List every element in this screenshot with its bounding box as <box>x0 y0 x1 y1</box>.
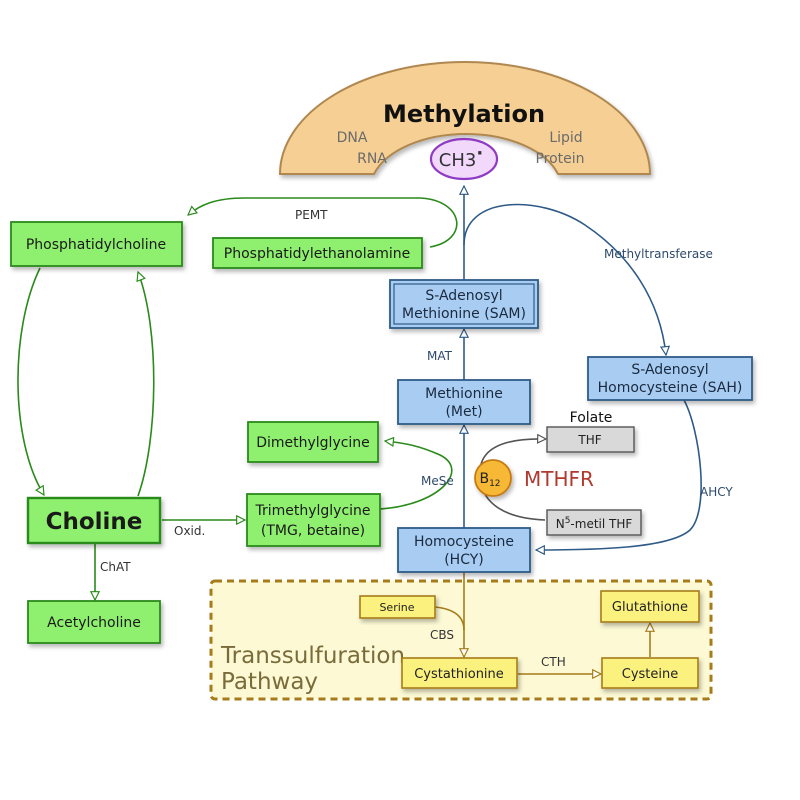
node-phosphatidylethanolamine <box>212 237 423 269</box>
edge-ahcy <box>536 399 702 550</box>
node-acetylcholine-label: Acetylcholine <box>47 615 141 631</box>
node-sah-label-line1: S-Adenosyl <box>631 362 708 378</box>
lipid-label: Lipid <box>549 130 582 146</box>
node-phosphatidylcholine-label: Phosphatidylcholine <box>26 237 166 253</box>
node-n5-metil-thf-label: N5-metil THF <box>556 516 633 531</box>
node-choline-label: Choline <box>46 509 143 535</box>
edge-label-oxid: Oxid. <box>174 524 205 538</box>
node-thf-label: THF <box>577 433 601 447</box>
node-dimethylglycine <box>247 421 379 463</box>
edge-choline-to-phosphatidylcholine <box>138 272 155 497</box>
node-sam-label-line2: Methionine (SAM) <box>402 306 526 322</box>
node-sah <box>587 356 753 401</box>
node-sam-inner-border <box>393 283 535 325</box>
node-phosphatidylcholine <box>10 221 183 267</box>
edge-label-chat: ChAT <box>100 560 131 574</box>
node-acetylcholine <box>27 600 161 644</box>
edge-label-cbs: CBS <box>430 628 454 642</box>
edge-pemt <box>188 197 458 248</box>
node-tmg-label-line1: Trimethylglycine <box>254 503 370 519</box>
edge-tmg-to-dimethylglycine <box>379 441 453 510</box>
b12-badge <box>474 459 512 497</box>
ch3-ellipse <box>429 137 499 181</box>
edge-label-mese: MeSe <box>421 474 454 488</box>
node-homocysteine-label-line1: Homocysteine <box>414 534 514 550</box>
node-serine-label: Serine <box>379 601 414 614</box>
node-choline <box>26 496 162 545</box>
node-cysteine-label: Cysteine <box>622 667 679 682</box>
mthfr-label: MTHFR <box>524 467 594 491</box>
edge-label-cth: CTH <box>541 655 566 669</box>
node-tmg <box>246 493 381 547</box>
node-methionine <box>397 379 531 425</box>
transsulfuration-label-line1: Transsulfuration <box>220 643 405 669</box>
protein-label: Protein <box>535 151 584 167</box>
node-methionine-label-line2: (Met) <box>445 404 482 420</box>
rna-label: RNA <box>357 151 387 167</box>
ch3-label: CH3· <box>439 143 483 171</box>
node-cysteine <box>601 657 699 689</box>
edge-label-ahcy: AHCY <box>700 485 733 499</box>
node-glutathione <box>600 590 700 623</box>
transsulfuration-region <box>209 579 713 701</box>
edge-serine-to-cystathionine <box>434 606 465 631</box>
node-sam-label-line1: S-Adenosyl <box>425 288 502 304</box>
ch3-radical-dot: · <box>476 143 483 164</box>
edge-methyltransferase <box>463 203 666 355</box>
node-n5-metil-thf <box>546 509 642 536</box>
b12-label: B12 <box>479 471 500 489</box>
node-tmg-label-line2: (TMG, betaine) <box>261 523 365 539</box>
dna-label: DNA <box>337 130 368 146</box>
node-serine <box>359 595 436 619</box>
node-dimethylglycine-label: Dimethylglycine <box>256 435 370 451</box>
transsulfuration-label-line2: Pathway <box>221 669 318 695</box>
node-methionine-label-line1: Methionine <box>425 386 503 402</box>
node-phosphatidylethanolamine-label: Phosphatidylethanolamine <box>224 246 410 262</box>
node-thf <box>546 426 635 453</box>
node-sam <box>389 279 539 329</box>
folate-label: Folate <box>570 410 613 426</box>
edge-label-mat: MAT <box>427 349 453 363</box>
node-cystathionine-label: Cystathionine <box>414 667 504 682</box>
methylation-arc <box>278 61 652 175</box>
node-homocysteine-label-line2: (HCY) <box>444 552 484 568</box>
node-homocysteine <box>397 527 531 573</box>
node-sah-label-line2: Homocysteine (SAH) <box>598 380 743 396</box>
methylation-title: Methylation <box>383 100 545 128</box>
node-glutathione-label: Glutathione <box>612 600 688 615</box>
edge-phosphatidylcholine-to-choline <box>17 267 44 495</box>
edge-label-methyltransferase: Methyltransferase <box>604 247 713 261</box>
edge-label-pemt: PEMT <box>295 208 328 222</box>
node-cystathionine <box>401 657 518 689</box>
